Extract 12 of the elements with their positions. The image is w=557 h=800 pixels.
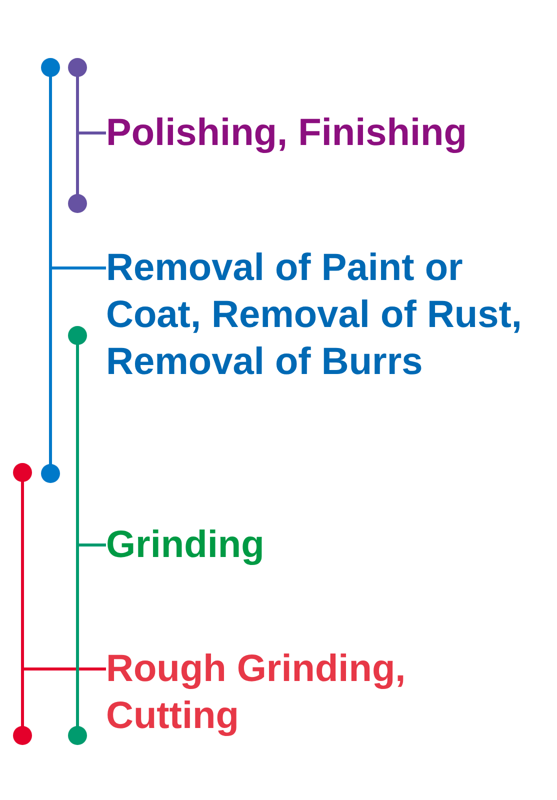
leader-line bbox=[52, 266, 106, 270]
range-bar bbox=[68, 58, 86, 212]
application-label: Polishing, Finishing bbox=[106, 110, 467, 157]
leader-line bbox=[78, 544, 106, 546]
range-bar bbox=[12, 462, 32, 744]
application-label: Grinding bbox=[106, 522, 264, 569]
leader-line bbox=[24, 668, 106, 670]
range-bar bbox=[40, 58, 60, 482]
range-bar bbox=[68, 326, 86, 744]
leader-line bbox=[78, 132, 106, 134]
application-label: Removal of Paint or Coat, Removal of Rust, Removal of Burrs bbox=[106, 245, 534, 386]
application-label: Rough Grinding, Cutting bbox=[106, 646, 418, 740]
